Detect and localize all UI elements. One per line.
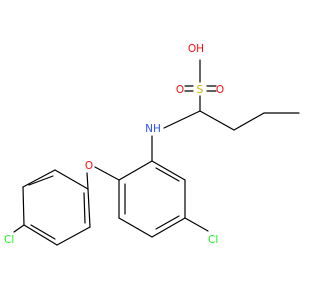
bond-ring1-6 <box>54 169 89 190</box>
bond-ring2-6 <box>118 160 153 181</box>
bonds <box>13 59 300 246</box>
sulfonyl-oxygen-right-label: O <box>216 84 224 96</box>
atom-labels: OH S O O NH O Cl Cl <box>4 43 224 246</box>
hydroxyl-label: OH <box>188 43 204 55</box>
bond-ring2-inner-1 <box>155 167 180 182</box>
amine-label: NH <box>145 123 161 135</box>
bond-c-cl-right <box>184 217 209 232</box>
sulfonyl-oxygen-left-label: O <box>176 84 184 96</box>
bond-ring1-inner-2 <box>30 224 56 240</box>
bond-o-ring1 <box>86 172 89 190</box>
bond-ring1-3 <box>23 224 58 246</box>
bond-ring-o <box>94 166 120 181</box>
bond-ring1-inner-1 <box>83 192 86 224</box>
bond-ring1-inner-3 <box>28 175 54 186</box>
bond-ring1-1 <box>87 188 91 228</box>
bond-ring1-2 <box>56 226 91 246</box>
chlorine-left-label: Cl <box>4 234 14 246</box>
bond-ring2-3 <box>151 217 186 238</box>
bond-c-n <box>163 110 201 129</box>
bond-ring1-4 <box>22 186 25 226</box>
ether-oxygen-label: O <box>85 160 93 172</box>
bond-ring2-4 <box>118 217 153 238</box>
sulfur-label: S <box>197 84 204 96</box>
bond-c-cl-left <box>13 224 25 233</box>
chlorine-right-label: Cl <box>208 234 218 246</box>
bond-chain-2 <box>233 112 265 131</box>
molecule-diagram: OH S O O NH O Cl Cl <box>4 43 300 246</box>
bond-ring2-inner-2 <box>155 215 180 230</box>
bond-ring2-1 <box>151 160 186 181</box>
bond-ring1-5 <box>22 169 56 188</box>
bond-chain-3 <box>199 110 235 131</box>
